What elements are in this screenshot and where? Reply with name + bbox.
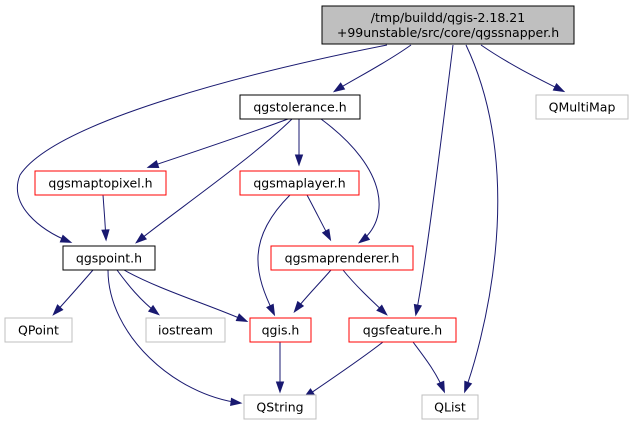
edge-root-to-qmultimap	[480, 44, 564, 92]
arrowhead-root-to-qlist	[464, 380, 473, 394]
edge-qgstolerance-to-qgsmaprenderer	[320, 118, 380, 243]
node-qlist[interactable]: QList	[421, 394, 479, 420]
edge-qgspoint-to-qstring	[107, 269, 241, 404]
node-label: qgsmaplayer.h	[253, 176, 345, 191]
node-box	[239, 170, 360, 196]
edge-qgstolerance-to-qgsmaptopixel	[148, 118, 289, 168]
arrowhead-qgspoint-to-iostream	[147, 304, 160, 316]
node-label: QPoint	[18, 323, 59, 338]
node-label: qgsmaprenderer.h	[285, 251, 400, 266]
node-qgsfeature[interactable]: qgsfeature.h	[348, 317, 457, 343]
node-qgspoint[interactable]: qgspoint.h	[62, 245, 156, 271]
arrowhead-qgsmaplayer-to-qgsmaprenderer	[321, 228, 332, 242]
edge-qgsmaplayer-to-qgis	[257, 194, 291, 315]
node-qgstolerance[interactable]: qgstolerance.h	[239, 94, 361, 120]
node-qgsmaplayer[interactable]: qgsmaplayer.h	[239, 170, 360, 196]
node-qmultimap[interactable]: QMultiMap	[535, 94, 629, 120]
arrowhead-root-to-qgstolerance	[332, 82, 346, 93]
node-box	[34, 170, 167, 196]
node-qgis[interactable]: qgis.h	[249, 317, 312, 343]
node-layer: /tmp/buildd/qgis-2.18.21+99unstable/src/…	[4, 5, 629, 420]
node-box	[348, 317, 457, 343]
node-box	[321, 5, 575, 45]
node-label: qgsmaptopixel.h	[48, 176, 152, 191]
node-box	[239, 94, 361, 120]
arrowhead-root-to-qgspoint	[59, 234, 73, 243]
edge-root-to-qlist	[464, 44, 499, 392]
arrowhead-qgstolerance-to-qgspoint	[135, 232, 148, 244]
node-box	[270, 245, 414, 271]
arrowhead-qgsmaprenderer-to-qgis	[293, 300, 305, 313]
node-label: qgstolerance.h	[253, 100, 346, 115]
node-label: QList	[434, 400, 466, 415]
node-qgsmaptopixel[interactable]: qgsmaptopixel.h	[34, 170, 167, 196]
node-label: qgsfeature.h	[363, 323, 442, 338]
arrowhead-qgsmaptopixel-to-qgspoint	[101, 229, 110, 242]
arrowhead-qgstolerance-to-qgsmaptopixel	[146, 160, 160, 168]
node-qgsmaprenderer[interactable]: qgsmaprenderer.h	[270, 245, 414, 271]
node-label: +99unstable/src/core/qgssnapper.h	[337, 25, 559, 40]
node-box	[249, 317, 312, 343]
edge-root-to-qgspoint	[17, 44, 388, 243]
arrowhead-qgspoint-to-qstring	[230, 397, 243, 407]
node-label: QMultiMap	[549, 100, 616, 115]
node-qstring[interactable]: QString	[243, 394, 317, 420]
arrowhead-qgsfeature-to-qlist	[436, 380, 445, 394]
node-iostream[interactable]: iostream	[145, 317, 226, 343]
arrowhead-qgsmaplayer-to-qgis	[266, 303, 276, 317]
edge-root-to-qgstolerance	[334, 44, 412, 92]
node-box	[421, 394, 479, 420]
arrowhead-qgsmaprenderer-to-qgsfeature	[376, 304, 388, 316]
node-qpoint[interactable]: QPoint	[4, 317, 73, 343]
node-label: /tmp/buildd/qgis-2.18.21	[371, 10, 525, 25]
arrowhead-root-to-qgsfeature	[413, 303, 423, 317]
node-label: qgis.h	[262, 323, 300, 338]
arrowhead-root-to-qmultimap	[552, 82, 566, 93]
node-label: iostream	[158, 323, 213, 338]
arrowhead-qgspoint-to-qgis	[235, 313, 249, 323]
edge-qgspoint-to-qgis	[123, 269, 247, 322]
node-label: QString	[256, 400, 303, 415]
node-box	[243, 394, 317, 420]
node-box	[62, 245, 156, 271]
edge-qgstolerance-to-qgspoint	[136, 118, 293, 243]
arrowhead-qgis-to-qstring	[275, 381, 285, 394]
node-root: /tmp/buildd/qgis-2.18.21+99unstable/src/…	[321, 5, 575, 45]
node-box	[145, 317, 226, 343]
arrowhead-qgstolerance-to-qgsmaprenderer	[357, 232, 371, 244]
node-box	[535, 94, 629, 120]
edge-qgsfeature-to-qstring	[304, 341, 384, 398]
node-label: qgspoint.h	[76, 251, 142, 266]
node-box	[4, 317, 73, 343]
arrowhead-qgstolerance-to-qgsmaplayer	[294, 154, 304, 167]
arrowhead-qgspoint-to-qpoint	[52, 304, 64, 316]
edge-root-to-qgsfeature	[415, 44, 454, 315]
